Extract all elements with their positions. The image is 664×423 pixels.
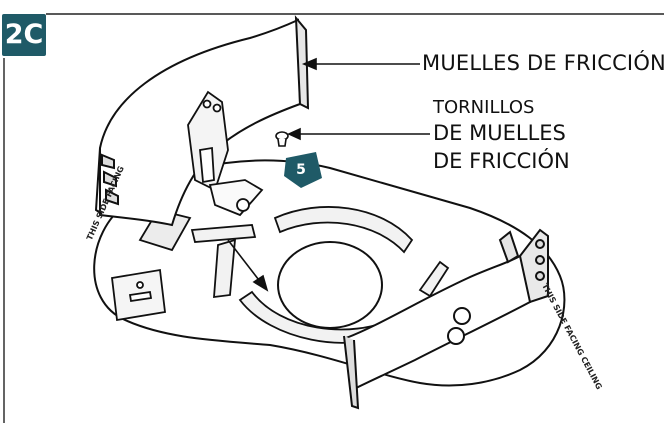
callout-badge-shape <box>284 152 322 188</box>
friction-spring-right <box>343 228 549 410</box>
friction-springs-label: MUELLES DE FRICCIÓN <box>422 51 664 75</box>
center-hole <box>277 241 383 329</box>
frame-border <box>3 13 664 423</box>
screws-label-line3: DE FRICCIÓN <box>433 149 570 173</box>
screws-label-line1: TORNILLOS <box>433 97 535 118</box>
step-badge: 2C <box>2 14 46 56</box>
spring-bracket <box>187 90 264 217</box>
screw <box>275 131 289 147</box>
square-boss <box>111 268 166 322</box>
straight-slots <box>190 224 450 299</box>
screws-label-line2: DE MUELLES <box>433 121 566 145</box>
leader-lines <box>227 57 430 292</box>
callout-number: 5 <box>296 162 306 178</box>
